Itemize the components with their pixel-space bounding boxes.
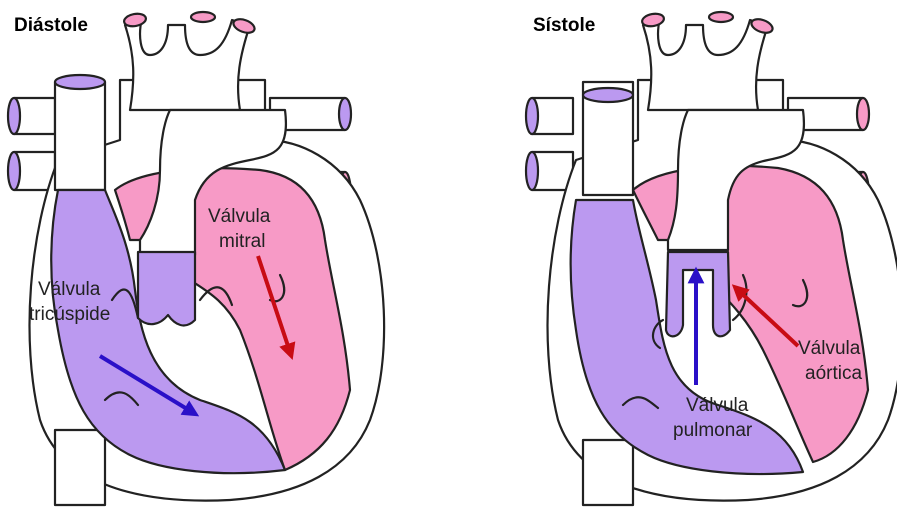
aortic-label-line1: Válvula (798, 338, 861, 359)
aortic-label-line2: aórtica (805, 363, 862, 384)
diastole-aorta (123, 12, 256, 110)
mitral-label-line2: mitral (219, 231, 265, 252)
mitral-label-line1: Válvula (208, 206, 271, 227)
systole-heart: Válvula aórtica Válvula pulmonar (526, 12, 897, 505)
pulmonary-label-line2: pulmonar (673, 420, 753, 441)
systole-vena-branches (526, 98, 573, 190)
pulmonary-label-line1: Válvula (686, 395, 749, 416)
systole-aorta (641, 12, 774, 110)
tricuspid-label-line1: Válvula (38, 279, 101, 300)
tricuspid-label-line2: tricúspide (29, 304, 110, 325)
diastole-vena-branches (8, 98, 55, 190)
diastole-heart: Válvula tricúspide Válvula mitral (8, 12, 384, 505)
